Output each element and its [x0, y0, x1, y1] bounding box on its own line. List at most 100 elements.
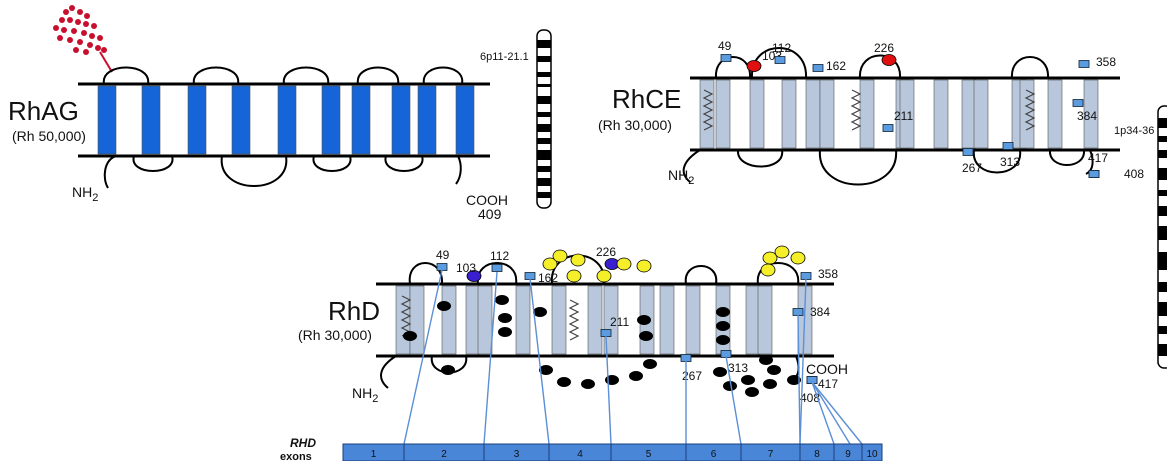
rhag-helix-10	[456, 86, 474, 154]
rhag-helix-6	[322, 86, 340, 154]
rhce-helix-12	[974, 80, 988, 148]
rhd-subtitle: (Rh 30,000)	[298, 327, 372, 343]
exon-number: 10	[866, 449, 878, 460]
rhd-yellow-epitope-10	[791, 252, 805, 264]
rhce-helix-4	[782, 80, 796, 148]
rhd-position-label: 162	[538, 271, 558, 285]
rhd-yellow-epitope-7	[637, 260, 651, 272]
rhag-cterm-position: 409	[478, 206, 502, 222]
rhd-position-label: 358	[818, 267, 838, 281]
rhag-helix-7	[352, 86, 370, 154]
rhag-helix-9	[418, 86, 436, 154]
rhd-helix-8	[588, 286, 602, 354]
rhce-position-label: 408	[1124, 167, 1144, 181]
rhd-position-label: 211	[610, 315, 629, 329]
rhag-helix-3	[188, 86, 206, 154]
rhce-residue-112	[775, 57, 785, 64]
rhd-title: RhD	[328, 296, 380, 326]
rhce-residue-313	[1003, 143, 1013, 150]
rhag-helix-5	[278, 86, 296, 154]
rhce-residue-49	[721, 55, 731, 62]
rhd-helix-15	[758, 286, 772, 354]
rhce-position-label: 211	[894, 109, 913, 123]
rhce-title: RhCE	[612, 84, 681, 114]
rhce-position-label: 162	[826, 59, 846, 73]
rhd-helix-2	[410, 286, 424, 354]
rhce-position-label: 112	[772, 41, 791, 55]
rhce-helix-10	[934, 80, 948, 148]
rhd-yellow-epitope-11	[761, 264, 775, 276]
rhce-site-103	[747, 61, 761, 72]
rhce-residue-384	[1073, 100, 1083, 107]
rhce-position-label: 417	[1088, 151, 1108, 165]
rhd-panel: RhD (Rh 30,000) NH2 COOH 491031121622263…	[298, 245, 848, 405]
rhd-helix-5	[478, 286, 492, 354]
rhce-helix-2	[716, 80, 730, 148]
rhce-helix-3	[750, 80, 764, 148]
rhag-helix-4	[232, 86, 250, 154]
rhd-position-label: 313	[728, 361, 748, 375]
rhce-helix-6	[820, 80, 834, 148]
rhd-residue-112	[492, 265, 502, 272]
rhag-subtitle: (Rh 50,000)	[12, 128, 86, 144]
rhce-subtitle: (Rh 30,000)	[598, 117, 672, 133]
rhd-residue-49	[437, 264, 447, 271]
rhd-helix-3	[442, 286, 456, 354]
glycan-icon	[53, 5, 107, 55]
rhd-yellow-epitope-3	[571, 254, 585, 266]
rhce-position-label: 358	[1096, 55, 1116, 69]
rhd-cterm: COOH	[806, 361, 848, 377]
rhag-helix-8	[392, 86, 410, 154]
rhce-position-label: 267	[962, 161, 982, 175]
rhag-helix-1	[98, 86, 116, 154]
exon-number: 5	[646, 449, 652, 460]
rhd-helix-6	[516, 286, 530, 354]
rhce-helix-1	[700, 80, 714, 148]
exon-number: 3	[514, 449, 520, 460]
exon-number: 1	[371, 449, 377, 460]
rhce-residue-267	[963, 149, 973, 156]
rhd-helix-11	[660, 286, 674, 354]
rhce-nterm: NH2	[668, 167, 694, 187]
rhce-position-label: 226	[874, 41, 894, 55]
rhd-helix-12	[686, 286, 700, 354]
exon-connector-10	[812, 382, 862, 444]
exon-number: 7	[768, 449, 774, 460]
rhce-helix-5	[806, 80, 820, 148]
chromosome-6-ideogram	[537, 30, 551, 208]
rhd-position-label: 384	[810, 305, 830, 319]
rhd-position-label: 267	[682, 369, 702, 383]
exons-label-gene: RHD	[290, 436, 316, 450]
exon-number: 4	[577, 449, 583, 460]
exon-connector-3	[530, 278, 549, 444]
rhd-helix-7	[552, 286, 566, 354]
rhce-helix-15	[1048, 80, 1062, 148]
rhce-chromosome-locus: 1p34-36	[1114, 125, 1154, 137]
rhce-position-label: 313	[1000, 155, 1020, 169]
rhce-helix-7	[860, 80, 874, 148]
rhd-yellow-epitope-4	[567, 270, 581, 282]
rhd-yellow-epitope-9	[775, 246, 789, 258]
exon-number: 8	[814, 449, 820, 460]
rhag-nterm: NH2	[72, 184, 98, 204]
rhd-yellow-epitope-2	[553, 250, 567, 262]
rhce-residue-162	[813, 65, 823, 72]
rhd-residue-211	[601, 330, 611, 337]
rhd-position-label: 112	[490, 249, 509, 263]
rhd-position-label: 226	[596, 245, 616, 259]
exon-number: 6	[711, 449, 717, 460]
rhd-position-label: 103	[456, 261, 476, 275]
rhag-helix-2	[142, 86, 160, 154]
rhce-position-label: 384	[1077, 109, 1097, 123]
rhag-helices	[98, 86, 474, 154]
rhce-residue-417	[1089, 171, 1099, 178]
rhd-nterm: NH2	[352, 385, 378, 405]
rhce-position-label: 49	[718, 39, 732, 53]
rhd-yellow-epitope-6	[617, 258, 631, 270]
rhd-position-label: 417	[818, 377, 838, 391]
rhag-chromosome-locus: 6p11-21.1	[480, 51, 529, 63]
rhd-helices	[396, 286, 812, 354]
